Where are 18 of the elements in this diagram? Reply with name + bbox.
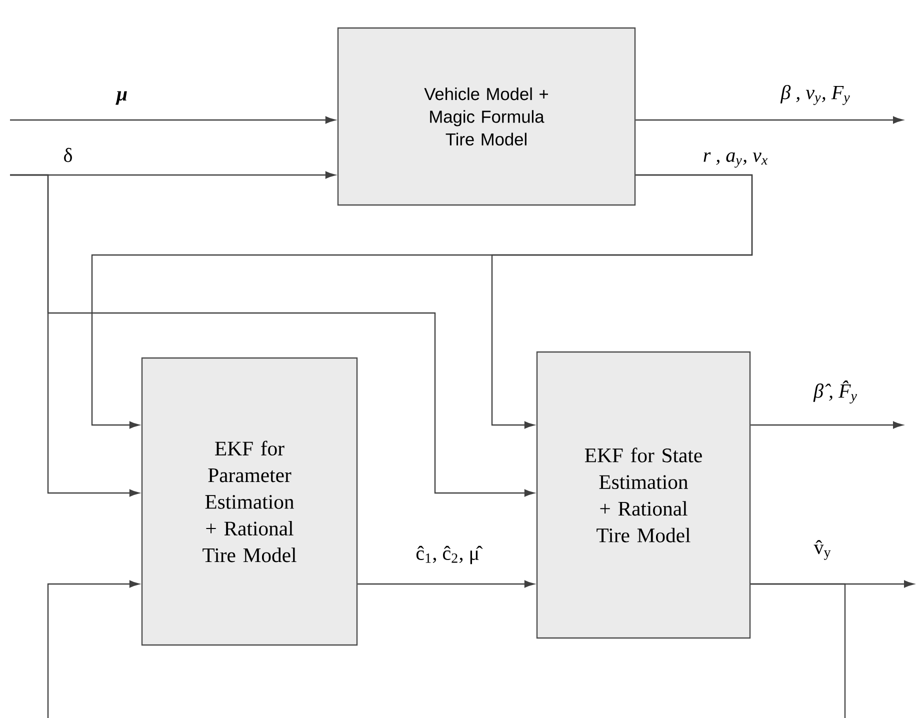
arrow [491, 174, 753, 429]
edge-label: r , a$_{y}$, v$_{x}$ [704, 152, 768, 168]
arrow [47, 580, 140, 718]
edge-label: δ [64, 148, 72, 162]
arrow [10, 116, 336, 124]
edge-label: μ [116, 91, 127, 105]
edge-label: v̂$_{y}$ [814, 540, 831, 560]
arrow [636, 116, 903, 124]
arrow [750, 421, 903, 429]
edge-label: β̂ , F̂$_{y}$ [813, 380, 857, 404]
process-box: EKF for State Estimation + Rational Tire Model [536, 351, 751, 639]
connector-line [750, 583, 846, 718]
process-box: EKF for Parameter Estimation + Rational Tire Model [141, 357, 358, 646]
arrow [10, 174, 534, 497]
arrow [358, 580, 534, 588]
process-box: Vehicle Model + Magic Formula Tire Model [337, 27, 636, 206]
edge-label: β , v$_{y}$, F$_{y}$ [780, 85, 850, 105]
edge-label: ĉ$_{1}$, ĉ$_{2}$, μ̂ [416, 546, 483, 564]
